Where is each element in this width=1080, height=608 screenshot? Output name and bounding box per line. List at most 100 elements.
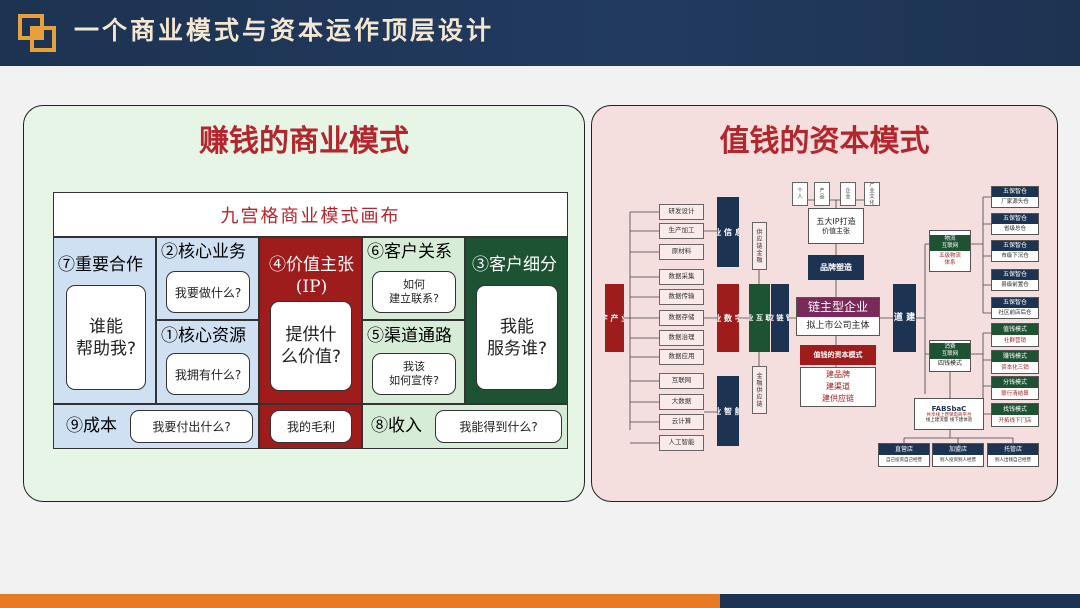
key-activities-box: 我要做什么? [166, 271, 250, 313]
money-mode-box: 值钱模式社群营销 [991, 323, 1039, 347]
warehouse-box: 五保智仓厂家源头仓 [991, 186, 1039, 208]
warehouse-box: 五保智仓县级前置仓 [991, 269, 1039, 291]
supply-chain-management-bar: 供 应 链 管 理 [771, 284, 789, 352]
chain-master-title: 链主型企业 [797, 298, 879, 317]
store-title: 托管店 [988, 444, 1038, 455]
ip-person-box: 个 人 [792, 182, 808, 206]
value-proposition-box: 提供什 么价值? [270, 301, 352, 391]
list-item: 数据传输 [659, 289, 704, 305]
brand-building-box: 品牌塑造 [808, 255, 864, 280]
customer-relations-label: ⑥客户关系 [367, 242, 452, 262]
finance-supply-box: 金 融 供 应 链 [752, 366, 767, 414]
money-mode-box: 分钱模式联行清结算 [991, 376, 1039, 400]
industry-internet-bar: 产 业 互 联 网 [749, 284, 770, 352]
revenue-label: ⑧收入 [371, 416, 422, 436]
business-model-title: 赚钱的商业模式 [199, 124, 409, 159]
key-partners-label: ⑦重要合作 [58, 255, 143, 275]
channels-box: 我该 如何宣传? [372, 353, 456, 395]
warehouse-title: 五保智仓 [992, 270, 1038, 280]
warehouse-sub: 省级总仓 [1003, 225, 1026, 232]
key-partners-box: 谁能 帮助我? [66, 285, 146, 390]
warehouse-title: 五保智仓 [992, 241, 1038, 251]
customer-relations-box: 如何 建立联系? [372, 271, 456, 313]
gross-margin-cell: 我的毛利 [259, 404, 362, 449]
logistics-internet-title: 物流 互联网 [930, 235, 970, 251]
money-mode-sub: 联行清结算 [1001, 390, 1029, 397]
revenue-box: 我能得到什么? [435, 410, 562, 443]
key-resources-label: ①核心资源 [161, 326, 246, 346]
store-sub: 别人投资别人经营 [940, 457, 976, 463]
cost-label: ⑨成本 [66, 416, 117, 436]
list-item: 大数据 [659, 394, 704, 410]
store-sub: 自己投资自己经营 [886, 457, 922, 463]
page-title: 一个商业模式与资本运作顶层设计 [74, 16, 495, 45]
list-item: 互联网 [659, 373, 704, 389]
list-item: 数据应用 [659, 349, 704, 365]
customer-segments-cell: ③客户细分 我能 服务谁? [465, 237, 568, 404]
consumer-internet-sub: 四钱模式 [937, 360, 962, 367]
value-proposition-cell: ④价值主张 (IP) 提供什 么价值? [259, 237, 362, 404]
warehouse-sub: 社区前店后仓 [998, 309, 1032, 316]
money-mode-title: 值钱模式 [992, 324, 1038, 335]
fabsbac-box: FABSbaC 共享线上营销电商平台 线上建流量 线下建体验 [914, 398, 984, 430]
gross-margin-box: 我的毛利 [270, 410, 352, 443]
list-item: 人工智能 [659, 435, 704, 451]
store-title: 直营店 [879, 444, 929, 455]
channels-label: ⑤渠道通路 [367, 326, 452, 346]
store-box: 直营店自己投资自己经营 [878, 443, 930, 467]
warehouse-box: 五保智仓社区前店后仓 [991, 297, 1039, 319]
money-mode-sub: 开拓线下门店 [998, 417, 1032, 424]
list-item: 数据采集 [659, 269, 704, 285]
cost-box: 我要付出什么? [130, 410, 253, 443]
industry-intelligence-bar: 产 业 智 能 化 [717, 376, 739, 446]
logistics-internet-sub: 五级物流 体系 [938, 253, 961, 266]
list-item: 研发设计 [659, 204, 704, 220]
store-title: 加盟店 [933, 444, 983, 455]
digital-industrialization-bar: 数 字 产 业 化 [605, 284, 624, 352]
key-partners-cell: ⑦重要合作 谁能 帮助我? [53, 237, 156, 404]
consumer-internet-box: 消费 互联网 四钱模式 [929, 340, 971, 372]
cost-cell: ⑨成本 我要付出什么? [53, 404, 259, 449]
footer-navy-bar [720, 594, 1080, 608]
money-mode-sub: 资本化三销 [1001, 364, 1029, 371]
ip-build-sub: 价值主张 [822, 226, 850, 235]
industry-informatization-bar: 产 业 信 息 化 [717, 197, 739, 267]
warehouse-title: 五保智仓 [992, 298, 1038, 308]
warehouse-sub: 厂家源头仓 [1001, 198, 1029, 205]
warehouse-title: 五保智仓 [992, 214, 1038, 224]
key-activities-cell: ②核心业务 我要做什么? [156, 237, 259, 320]
capital-model-items: 建品牌 建渠道 建供应链 [800, 367, 876, 407]
key-resources-cell: ①核心资源 我拥有什么? [156, 320, 259, 404]
key-resources-box: 我拥有什么? [166, 353, 250, 395]
list-item: 生产加工 [659, 223, 704, 239]
ip-build-box: 五大IP打造 价值主张 [808, 208, 864, 244]
warehouse-box: 五保智仓省级总仓 [991, 213, 1039, 235]
warehouse-title: 五保智仓 [992, 187, 1038, 197]
canvas-title: 九宫格商业模式画布 [53, 192, 568, 237]
fabsbac-line2: 线上建流量 线下建体验 [925, 418, 973, 424]
customer-segments-label: ③客户细分 [472, 255, 557, 275]
customer-relations-cell: ⑥客户关系 如何 建立联系? [362, 237, 465, 320]
store-sub: 别人出钱自己经营 [995, 457, 1031, 463]
chain-master-box: 链主型企业 拟上市公司主体 [796, 297, 880, 336]
channel-building-bar: 渠 道 建 设 [893, 284, 916, 352]
logistics-internet-box: 物流 互联网 五级物流 体系 [929, 230, 971, 272]
industry-digitalization-bar: 产 业 数 字 化 [717, 284, 739, 352]
customer-segments-box: 我能 服务谁? [476, 285, 558, 390]
fabsbac-title: FABSbaC [931, 404, 967, 413]
footer-orange-bar [0, 594, 720, 608]
header-bar [0, 0, 1080, 66]
fabsbac-sub: 共享线上营销电商平台 [926, 412, 972, 418]
warehouse-box: 五保智仓市级下沉仓 [991, 240, 1039, 262]
list-item: 原材料 [659, 244, 704, 260]
list-item: 数据治理 [659, 330, 704, 346]
store-box: 托管店别人出钱自己经营 [987, 443, 1039, 467]
revenue-cell: ⑧收入 我能得到什么? [362, 404, 568, 449]
logo-icon [18, 14, 56, 52]
warehouse-sub: 市级下沉仓 [1001, 252, 1029, 259]
store-box: 加盟店别人投资别人经营 [932, 443, 984, 467]
supply-finance-box: 供 应 链 金 融 [752, 222, 767, 270]
list-item: 云计算 [659, 414, 704, 430]
capital-model-title: 值钱的资本模式 [719, 124, 930, 159]
money-mode-title: 找钱模式 [992, 404, 1038, 415]
